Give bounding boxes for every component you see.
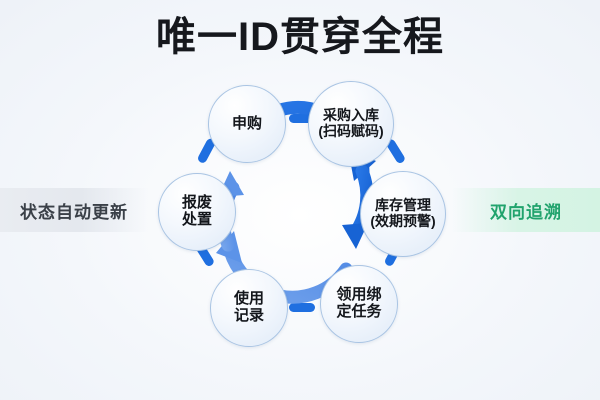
node-baofei-chuzhi-label: 报废 处置 bbox=[181, 194, 212, 228]
node-shengou-label: 申购 bbox=[231, 114, 262, 132]
banner-status-auto-update: 状态自动更新 bbox=[0, 188, 148, 232]
page-title: 唯一ID贯穿全程 bbox=[156, 15, 444, 59]
banner-right-label: 双向追溯 bbox=[490, 202, 562, 222]
connector-lingyong-shiyong bbox=[289, 303, 315, 312]
node-shiyong-jilu-label: 使用 记录 bbox=[233, 290, 264, 324]
node-lingyong-bangding[interactable]: 领用绑 定任务 bbox=[320, 265, 398, 343]
node-lingyong-bangding-label: 领用绑 定任务 bbox=[336, 286, 382, 320]
node-shengou[interactable]: 申购 bbox=[208, 85, 286, 163]
upper-clockwise-arrow-head2 bbox=[342, 223, 368, 249]
node-caigou-ruku-label: 采购入库 (扫码赋码) bbox=[318, 107, 384, 139]
node-kucun-guanli[interactable]: 库存管理 (效期预警) bbox=[360, 171, 446, 257]
connector-caigou-kucun bbox=[386, 139, 405, 163]
node-baofei-chuzhi[interactable]: 报废 处置 bbox=[158, 173, 236, 251]
banner-bidirectional-trace: 双向追溯 bbox=[452, 188, 600, 232]
node-shiyong-jilu[interactable]: 使用 记录 bbox=[210, 269, 288, 347]
banner-left-label: 状态自动更新 bbox=[20, 202, 128, 222]
node-caigou-ruku[interactable]: 采购入库 (扫码赋码) bbox=[308, 81, 394, 167]
node-kucun-guanli-label: 库存管理 (效期预警) bbox=[370, 197, 436, 229]
lifecycle-cycle-diagram: 申购 采购入库 (扫码赋码) 库存管理 (效期预警) 领用绑 定任务 使用 记录… bbox=[150, 73, 450, 353]
connector-baofei-shengou bbox=[198, 138, 216, 163]
